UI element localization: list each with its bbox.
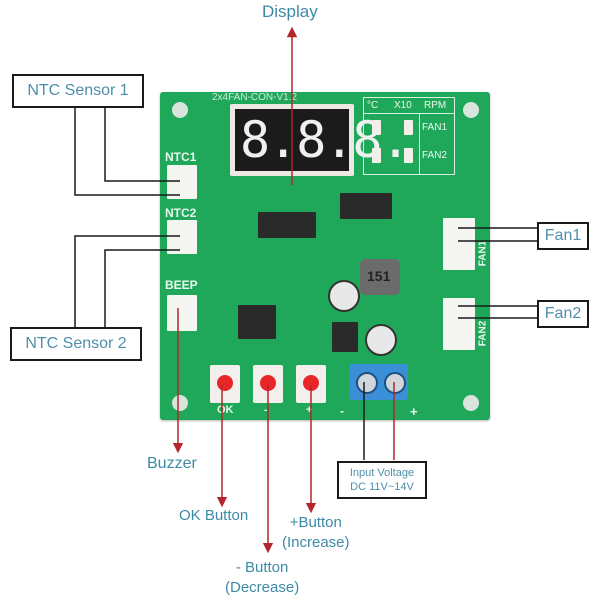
plus-button-silkscreen: + <box>306 404 313 416</box>
power-terminal <box>350 364 408 400</box>
mounting-hole <box>172 395 188 411</box>
indicator-x10: X10 <box>394 100 412 111</box>
minus-button-silkscreen: - <box>264 404 268 416</box>
minus-button-label-line2: (Decrease) <box>225 579 300 596</box>
ntc2-silkscreen: NTC2 <box>165 206 197 220</box>
buzzer-connector <box>167 295 197 331</box>
led-celsius-fan1 <box>372 120 381 135</box>
ok-button[interactable] <box>210 365 240 403</box>
ic-chip <box>340 193 392 219</box>
mounting-hole <box>463 102 479 118</box>
indicator-rpm: RPM <box>424 100 447 111</box>
minus-button[interactable] <box>253 365 283 403</box>
ic-chip <box>258 212 316 238</box>
mounting-hole <box>172 102 188 118</box>
ntc1-connector <box>167 165 197 199</box>
board-model-text: 2x4FAN-CON-V1.2 <box>212 92 298 103</box>
fan2-label: Fan2 <box>544 305 582 322</box>
terminal-minus-silkscreen: - <box>340 404 344 418</box>
led-rpm-fan2 <box>404 148 413 163</box>
capacitor <box>328 280 360 312</box>
capacitor <box>365 324 397 356</box>
terminal-plus-silkscreen: + <box>410 404 418 419</box>
fan1-label: Fan1 <box>544 227 582 244</box>
inductor-marking: 151 <box>367 268 391 284</box>
beep-silkscreen: BEEP <box>165 278 198 292</box>
ntc-sensor-2-label: NTC Sensor 2 <box>25 335 127 352</box>
indicator-row-fan2: FAN2 <box>422 150 448 161</box>
ntc1-silkscreen: NTC1 <box>165 150 197 164</box>
ntc-sensor-1-callout: NTC Sensor 1 <box>12 74 144 108</box>
ntc1-leader-a <box>104 107 180 182</box>
plus-button-label-line2: (Increase) <box>282 534 350 551</box>
display-digits: 8.8.8. <box>240 111 411 169</box>
led-celsius-fan2 <box>372 148 381 163</box>
input-voltage-callout: Input Voltage DC 11V~14V <box>337 461 427 499</box>
minus-button-label: - Button (Decrease) <box>225 558 299 598</box>
fan1-connector <box>443 218 475 270</box>
ntc2-leader-a <box>74 235 180 328</box>
minus-button-label-line1: - Button <box>235 559 289 576</box>
inductor: 151 <box>360 259 400 295</box>
plus-button-label: +Button (Increase) <box>282 513 350 553</box>
input-voltage-label-line2: DC 11V~14V <box>350 481 414 493</box>
plus-button-label-line1: +Button <box>289 514 342 531</box>
ntc2-connector <box>167 220 197 254</box>
fan2-callout: Fan2 <box>537 300 589 328</box>
mounting-hole <box>463 395 479 411</box>
ic-chip <box>332 322 358 352</box>
led-rpm-fan1 <box>404 120 413 135</box>
input-voltage-label-line1: Input Voltage <box>349 467 415 479</box>
indicator-celsius: °C <box>367 100 379 111</box>
ic-chip <box>238 305 276 339</box>
indicator-table: °C X10 RPM FAN1 FAN2 <box>363 97 455 175</box>
plus-button[interactable] <box>296 365 326 403</box>
ok-button-label: OK Button <box>179 507 249 524</box>
buzzer-label: Buzzer <box>147 455 197 472</box>
ntc-sensor-2-callout: NTC Sensor 2 <box>10 327 142 361</box>
ntc-sensor-1-label: NTC Sensor 1 <box>27 82 129 99</box>
display-label: Display <box>262 2 318 21</box>
ntc2-leader-b <box>104 249 180 328</box>
ntc1-leader-b <box>74 107 180 196</box>
ok-button-silkscreen: OK <box>217 404 234 416</box>
fan1-callout: Fan1 <box>537 222 589 250</box>
indicator-row-fan1: FAN1 <box>422 122 448 133</box>
